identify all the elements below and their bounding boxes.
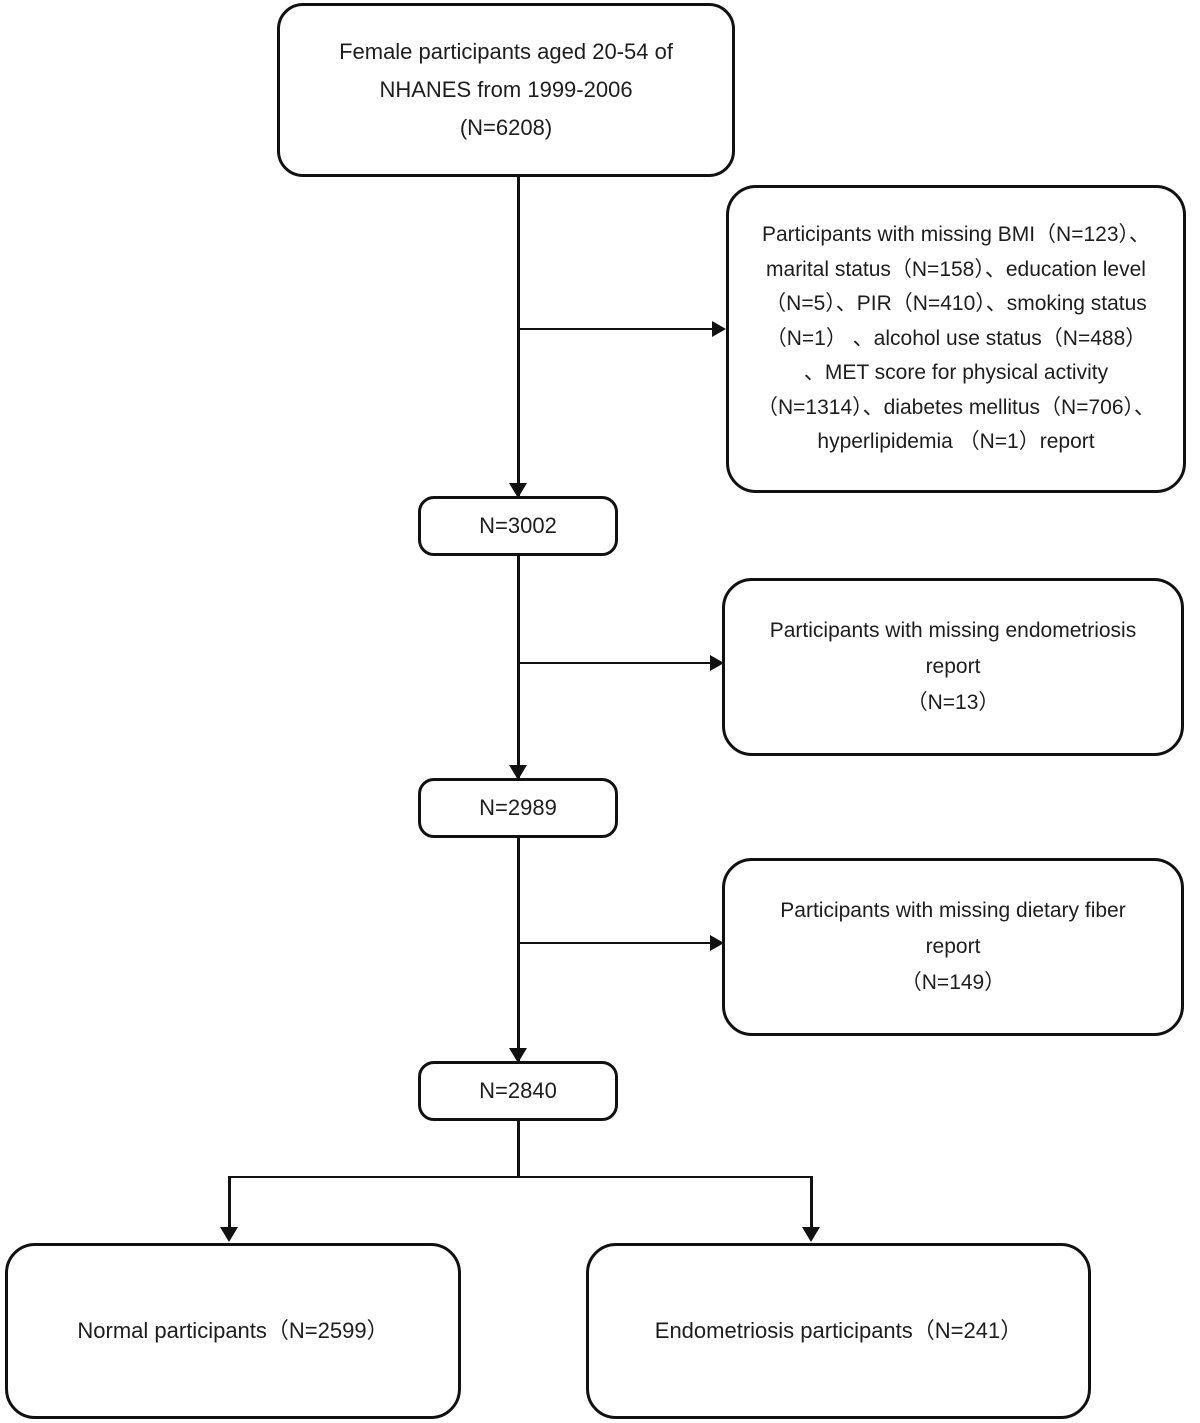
- node-remaining-n2989-label: N=2989: [479, 794, 557, 820]
- arrowhead-down-icon: [509, 483, 527, 498]
- node-group-endometriosis: Endometriosis participants（N=241）: [586, 1243, 1091, 1419]
- node-remaining-n3002: N=3002: [418, 496, 618, 556]
- node-remaining-n2989: N=2989: [418, 778, 618, 838]
- connector-n2989-to-n2840: [517, 837, 520, 1063]
- node-remaining-n3002-label: N=3002: [479, 512, 557, 538]
- node-source-population-label: Female participants aged 20-54 of NHANES…: [339, 39, 673, 140]
- arrowhead-right-icon: [710, 655, 724, 671]
- connector-split-horizontal: [228, 1176, 813, 1178]
- node-exclusion-dietary-fiber-report-label: Participants with missing dietary fiber …: [780, 898, 1126, 995]
- arrowhead-down-icon: [509, 765, 527, 780]
- connector-n2840-to-split: [517, 1120, 520, 1178]
- node-remaining-n2840-label: N=2840: [479, 1077, 557, 1103]
- arrowhead-down-icon: [509, 1048, 527, 1063]
- node-exclusion-covariates-label: Participants with missing BMI（N=123）、 ma…: [756, 223, 1156, 454]
- node-group-endometriosis-label: Endometriosis participants（N=241）: [654, 1317, 1023, 1343]
- connector-to-exclusion-1: [518, 328, 714, 330]
- node-exclusion-dietary-fiber-report: Participants with missing dietary fiber …: [722, 858, 1184, 1036]
- arrowhead-right-icon: [710, 935, 724, 951]
- connector-split-right: [810, 1176, 813, 1228]
- arrowhead-right-icon: [712, 321, 726, 337]
- node-remaining-n2840: N=2840: [418, 1061, 618, 1121]
- node-group-normal-label: Normal participants（N=2599）: [77, 1317, 389, 1343]
- node-group-normal: Normal participants（N=2599）: [5, 1243, 461, 1419]
- connector-to-exclusion-2: [518, 662, 712, 664]
- arrowhead-down-icon: [802, 1227, 820, 1242]
- connector-source-to-n3002: [517, 176, 520, 498]
- connector-n3002-to-n2989: [517, 555, 520, 780]
- node-exclusion-endometriosis-report-label: Participants with missing endometriosis …: [769, 618, 1137, 715]
- connector-to-exclusion-3: [518, 942, 712, 944]
- node-exclusion-endometriosis-report: Participants with missing endometriosis …: [722, 578, 1184, 756]
- connector-split-left: [228, 1176, 231, 1228]
- node-exclusion-covariates: Participants with missing BMI（N=123）、 ma…: [726, 185, 1186, 493]
- arrowhead-down-icon: [220, 1227, 238, 1242]
- node-source-population: Female participants aged 20-54 of NHANES…: [277, 3, 735, 177]
